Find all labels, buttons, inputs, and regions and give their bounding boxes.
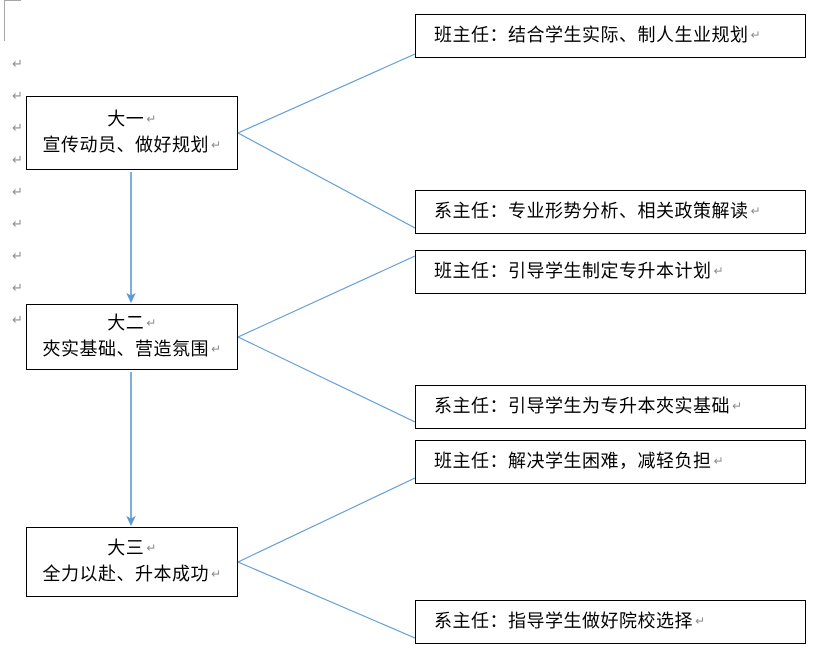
detail-text: 班主任：解决学生困难，减轻负担↵: [434, 450, 725, 472]
paragraph-mark-6: ↵: [12, 217, 23, 232]
paragraph-mark-icon: ↵: [695, 613, 706, 628]
conn-1-b: [237, 132, 416, 229]
detail-box-1[interactable]: 班主任：结合学生实际、制人生业规划↵: [415, 14, 806, 58]
paragraph-mark-icon: ↵: [713, 263, 725, 278]
stage-subtitle: 宣传动员、做好规划↵: [42, 135, 222, 156]
paragraph-mark-9: ↵: [12, 313, 23, 328]
fan-connector-lines: [237, 53, 416, 639]
detail-box-5[interactable]: 班主任：解决学生困难，减轻负担↵: [415, 440, 806, 484]
conn-2-a: [237, 255, 416, 338]
paragraph-mark-8: ↵: [12, 281, 23, 296]
detail-box-2[interactable]: 系主任：专业形势分析、相关政策解读↵: [415, 190, 806, 234]
paragraph-mark-icon: ↵: [146, 540, 157, 555]
stage-box-3[interactable]: 大三↵ 全力以赴、升本成功↵: [26, 527, 238, 597]
page-margin-corner-mark: [4, 0, 21, 41]
stage-title: 大二↵: [107, 312, 157, 334]
paragraph-mark-icon: ↵: [146, 111, 157, 126]
stage-subtitle: 夾实基础、营造氛围↵: [42, 339, 222, 360]
paragraph-mark-icon: ↵: [750, 27, 762, 42]
paragraph-mark-icon: ↵: [210, 138, 222, 152]
paragraph-mark-1: ↵: [12, 57, 23, 72]
detail-text: 系主任：指导学生做好院校选择↵: [434, 610, 706, 632]
detail-box-3[interactable]: 班主任：引导学生制定专升本计划↵: [415, 250, 806, 294]
stage-box-2[interactable]: 大二↵ 夾实基础、营造氛围↵: [26, 304, 238, 370]
stage-title: 大三↵: [107, 537, 157, 559]
detail-text: 系主任：引导学生为专升本夾实基础↵: [434, 395, 743, 417]
stage-title: 大一↵: [107, 108, 157, 130]
conn-2-b: [237, 336, 416, 423]
conn-3-b: [237, 561, 416, 639]
paragraph-mark-icon: ↵: [732, 398, 743, 413]
paragraph-mark-icon: ↵: [210, 567, 222, 581]
conn-1-a: [237, 53, 416, 134]
conn-3-a: [237, 477, 416, 563]
paragraph-mark-icon: ↵: [750, 203, 762, 218]
detail-box-6[interactable]: 系主任：指导学生做好院校选择↵: [415, 600, 806, 644]
paragraph-mark-icon: ↵: [713, 453, 725, 468]
paragraph-mark-7: ↵: [12, 249, 23, 264]
stage-box-1[interactable]: 大一↵ 宣传动员、做好规划↵: [26, 96, 238, 170]
paragraph-mark-5: ↵: [12, 185, 23, 200]
paragraph-mark-2: ↵: [12, 89, 23, 104]
paragraph-mark-3: ↵: [12, 121, 23, 136]
paragraph-mark-icon: ↵: [210, 342, 222, 356]
paragraph-mark-icon: ↵: [146, 315, 157, 330]
detail-text: 班主任：引导学生制定专升本计划↵: [434, 260, 725, 282]
detail-text: 班主任：结合学生实际、制人生业规划↵: [434, 24, 762, 46]
paragraph-mark-4: ↵: [12, 153, 23, 168]
stage-subtitle: 全力以赴、升本成功↵: [42, 564, 222, 585]
detail-text: 系主任：专业形势分析、相关政策解读↵: [434, 200, 762, 222]
detail-box-4[interactable]: 系主任：引导学生为专升本夾实基础↵: [415, 385, 806, 429]
